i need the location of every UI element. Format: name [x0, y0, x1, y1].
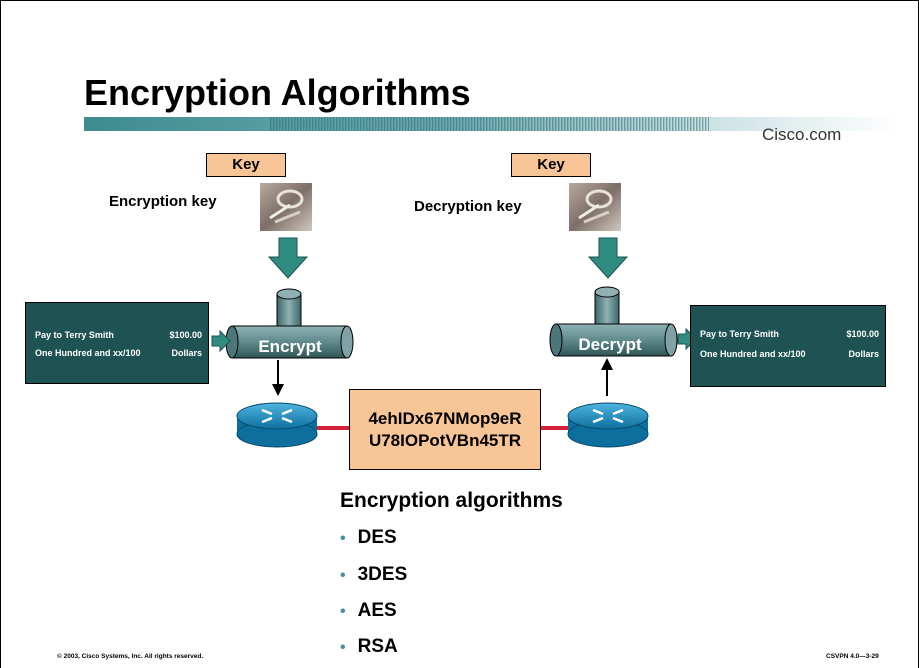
algorithm-item: • RSA — [340, 636, 398, 658]
ciphertext-line-1: 4ehIDx67NMop9eR — [368, 408, 522, 428]
encryption-key-label: Encryption key — [109, 193, 217, 210]
bullet-icon: • — [340, 639, 346, 656]
bullet-icon: • — [340, 530, 346, 547]
decrypt-label: Decrypt — [578, 335, 642, 354]
check-right-payee: Pay to Terry Smith — [700, 329, 779, 339]
algorithm-label: RSA — [357, 636, 398, 657]
encryption-key-icon — [260, 183, 312, 231]
check-left-dollars: Dollars — [171, 348, 202, 358]
plaintext-check-left: Pay to Terry Smith $100.00 One Hundred a… — [25, 302, 209, 384]
check-right-dollars: Dollars — [848, 349, 879, 359]
bullet-icon: • — [340, 567, 346, 584]
left-key-box: Key — [206, 153, 286, 177]
algorithm-label: 3DES — [357, 564, 408, 585]
algorithm-label: DES — [357, 527, 397, 548]
ciphertext-box: 4ehIDx67NMop9eR U78IOPotVBn45TR — [349, 389, 541, 470]
left-input-arrow-icon — [211, 329, 231, 353]
header-banner — [84, 117, 900, 131]
router-to-decrypt-arrow-icon — [601, 358, 613, 396]
course-code-footer: CSVPN 4.0—3-29 — [826, 653, 879, 660]
algorithms-heading: Encryption algorithms — [340, 489, 563, 512]
encrypt-label: Encrypt — [258, 337, 322, 356]
algorithm-item: • AES — [340, 600, 397, 622]
encrypt-to-router-arrow-icon — [272, 360, 284, 396]
right-key-arrow-icon — [587, 237, 629, 279]
decrypt-pipe — [549, 286, 678, 357]
decryption-key-icon — [569, 183, 621, 231]
algorithm-item: • DES — [340, 527, 397, 549]
right-key-box: Key — [511, 153, 591, 177]
ciphertext-line-2: U78IOPotVBn45TR — [368, 430, 522, 450]
cisco-brand: Cisco.com — [762, 125, 842, 144]
check-left-payee: Pay to Terry Smith — [35, 330, 114, 340]
check-left-amount: $100.00 — [169, 330, 202, 340]
algorithm-item: • 3DES — [340, 564, 407, 586]
check-left-words: One Hundred and xx/100 — [35, 348, 141, 358]
right-router-icon — [567, 402, 649, 448]
check-right-words: One Hundred and xx/100 — [700, 349, 806, 359]
check-right-amount: $100.00 — [846, 329, 879, 339]
slide-title: Encryption Algorithms — [84, 72, 471, 113]
decryption-key-label: Decryption key — [414, 198, 522, 215]
left-router-icon — [236, 402, 318, 448]
slide-border-left — [0, 0, 1, 668]
bullet-icon: • — [340, 603, 346, 620]
copyright-footer: © 2003, Cisco Systems, Inc. All rights r… — [57, 653, 204, 660]
slide-border-top — [0, 0, 919, 1]
algorithm-label: AES — [357, 600, 397, 621]
left-key-arrow-icon — [267, 237, 309, 279]
plaintext-check-right: Pay to Terry Smith $100.00 One Hundred a… — [690, 305, 886, 387]
